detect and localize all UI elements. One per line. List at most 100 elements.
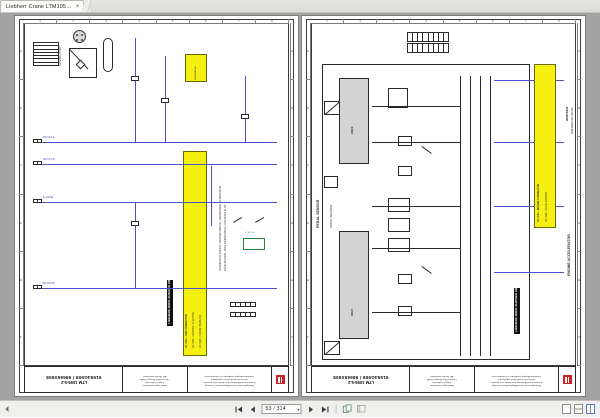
page-right[interactable]: 123 456 78 123 456 78 ABC DEF ABC DEF	[301, 15, 586, 397]
view-facing-pages-button[interactable]	[586, 404, 595, 414]
liebherr-logo-badge-left: LIEBHERR-WERK EHINGEN GMBH	[167, 276, 173, 326]
document-tab[interactable]: Liebherr Crane LTM105… ×	[0, 0, 85, 12]
branch-wire-5	[135, 202, 136, 288]
next-page-button[interactable]	[306, 404, 316, 414]
sheet-title-line1: STARRLOCH SUPPLY, MASTER SWITCH, GENERAT…	[219, 185, 222, 271]
ext-net-wire-3	[494, 206, 564, 207]
component-r10	[241, 114, 249, 119]
sub-block-2	[388, 218, 410, 232]
net-wire-3	[37, 202, 277, 203]
internal-bus-1	[460, 76, 461, 356]
bookmarks-icon[interactable]	[357, 404, 367, 414]
view-mode-group	[562, 404, 595, 414]
title-block-notes-left-right: Änderungen vorbehalten Subject to altera…	[427, 374, 457, 386]
sheet-code-right: 98665S908	[565, 106, 569, 121]
internal-wire-3	[372, 206, 460, 207]
top-connector-block	[407, 32, 449, 42]
page-frame-inner-right	[311, 23, 576, 366]
page-frame-inner	[24, 23, 289, 366]
bottom-connector-1	[230, 302, 256, 307]
view-continuous-button[interactable]	[574, 404, 583, 414]
tab-bar-filler	[90, 0, 600, 12]
sheet-title-right: ENGINE ACCELERATOR	[567, 234, 571, 276]
page-left[interactable]: 123 456 78 123 456 78 ABC DEF ABC DEF TE…	[14, 15, 299, 397]
logo-badge-text: LIEBHERR-WERK EHINGEN GMBH	[168, 275, 171, 324]
first-page-button[interactable]	[233, 404, 243, 414]
bottom-connector-2	[230, 312, 256, 317]
document-tab-label: Liebherr Crane LTM105…	[6, 3, 72, 10]
ecu-block-2-label: DRV.2	[351, 126, 354, 134]
branch-wire-3	[211, 166, 212, 226]
title-block-notes-left: Änderungen vorbehalten Subject to altera…	[140, 374, 170, 386]
green-annotation-label: L / 61 (D+)	[245, 232, 256, 234]
highlight-connector-strip[interactable]	[183, 151, 207, 356]
view-single-page-button[interactable]	[562, 404, 571, 414]
terminal-strip-x21	[33, 42, 59, 66]
title-block-notes-right: Weitergabe sowie Vervielfältigung dieser…	[203, 374, 256, 386]
page-navigation-group: 53 / 314 ▾	[233, 404, 366, 414]
sub-block-5	[398, 136, 412, 146]
highlight-connector-label-a: X1 / A21 - CAB CONNECTOR	[185, 313, 188, 348]
highlight-connector-right-label-b: X2 / A32 - ACCELERATOR	[545, 191, 548, 222]
net-wire-2	[37, 164, 277, 165]
tab-bar: Liebherr Crane LTM105… ×	[0, 0, 600, 13]
sub-block-6	[398, 166, 412, 176]
last-page-button[interactable]	[320, 404, 330, 414]
highlight-connector-label-b: X2 / A22 - CENTRAL ELECTRIC	[192, 311, 195, 348]
sub-block-3	[388, 238, 410, 252]
page-thumbnails-icon[interactable]	[342, 404, 353, 414]
sheet-ref-right: 3298-80027.001/001.001	[571, 107, 574, 134]
page-number-value[interactable]: 53 / 314	[265, 406, 286, 412]
terminal-strip-label: TERMINAL STRIP	[59, 46, 62, 66]
navigation-toolbar: 53 / 314 ▾	[0, 400, 600, 417]
title-block-model-right: LTM 1095-5.2	[347, 379, 374, 385]
sub-block-8	[398, 306, 412, 316]
net-label-4: 58 (LIGHT)	[43, 282, 55, 285]
highlight-connector-right-label-a: X1 / A31 - ENGINE CONNECTOR	[537, 183, 540, 222]
document-viewport[interactable]: 123 456 78 123 456 78 ABC DEF ABC DEF TE…	[0, 13, 600, 400]
internal-wire-2	[372, 142, 460, 143]
liebherr-logo-icon-right	[562, 375, 572, 384]
net-terminal-1	[33, 139, 42, 143]
ext-net-wire-1	[494, 80, 564, 81]
ext-net-wire-4	[494, 272, 564, 273]
internal-bus-2	[470, 76, 471, 356]
sub-block-4	[388, 88, 408, 108]
ecu-block-1	[339, 231, 369, 339]
scroll-left-icon[interactable]	[2, 404, 12, 414]
internal-wire-5	[372, 312, 460, 313]
generator-gauge-icon	[73, 30, 86, 43]
top-connector-block-2	[407, 43, 449, 53]
net-terminal-2	[33, 161, 42, 165]
toolbar-separator	[335, 404, 337, 414]
close-icon[interactable]: ×	[75, 3, 80, 10]
component-k04	[161, 98, 169, 103]
pedal-sensor-label-outer: PEDAL SENSOR	[316, 199, 320, 228]
highlight-connector-strip-right[interactable]	[534, 64, 556, 228]
pedal-sensor-label-inner: PEDAL SENSOR	[329, 204, 333, 228]
ext-net-wire-2	[494, 142, 564, 143]
title-block-right: 91554G908 / 98665S908 LTM 1095-5.2 Änder…	[311, 366, 576, 393]
logo-badge-text-right: LIEBHERR-WERK EHINGEN GMBH	[515, 283, 518, 332]
green-annotation-block	[243, 238, 265, 250]
previous-page-button[interactable]	[247, 404, 257, 414]
net-wire-4	[37, 288, 277, 289]
ecu-block-1-label: DRV.1	[351, 308, 354, 316]
net-wire-1	[37, 142, 277, 143]
scroll-corner	[2, 404, 12, 414]
sheet-title-line2: TANK SENSOR, FUEL PRESENSING, ISOLATION …	[224, 204, 227, 271]
internal-bus-3	[480, 76, 481, 356]
chevron-down-icon[interactable]: ▾	[297, 406, 300, 412]
net-label-1: 15/1 (K1.1)	[43, 136, 55, 139]
page-number-input[interactable]: 53 / 314 ▾	[261, 404, 302, 414]
connector-oval	[103, 38, 113, 72]
title-block-drawing-no: 91554G908 / 98665S908	[45, 374, 102, 380]
branch-wire-4	[245, 76, 246, 142]
highlight-block-top[interactable]	[185, 54, 207, 82]
